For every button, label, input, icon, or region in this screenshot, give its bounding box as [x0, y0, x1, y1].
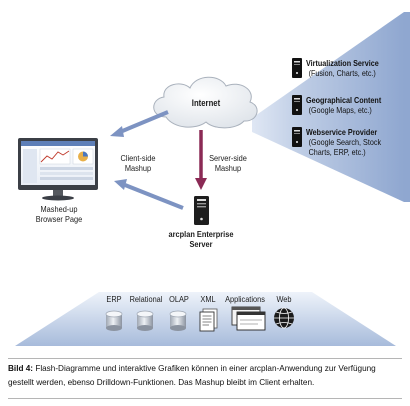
data-source-label-xml: XML — [200, 294, 216, 304]
arrow-client-side-down — [119, 110, 169, 134]
data-source-label-erp: ERP — [106, 294, 122, 304]
client-side-line-1: Client-side — [120, 153, 156, 163]
source-detail: (Google Search, Stock — [308, 137, 382, 147]
caption-label: Bild 4: — [8, 364, 34, 373]
data-source-label-web: Web — [276, 294, 292, 304]
globe-icon — [274, 307, 294, 329]
data-source-label-olap: OLAP — [169, 294, 189, 304]
caption-rule-top — [8, 358, 402, 359]
server-icon — [292, 127, 302, 147]
arcplan-server-label: arcplan Enterprise Server — [162, 229, 239, 249]
source-title: Webservice Provider — [306, 127, 378, 137]
source-webservice: Webservice Provider (Google Search, Stoc… — [306, 127, 381, 157]
source-detail: (Fusion, Charts, etc.) — [308, 68, 376, 78]
server-line-1: arcplan Enterprise — [168, 229, 234, 239]
database-icon — [105, 310, 123, 331]
source-detail: (Google Maps, etc.) — [308, 105, 372, 115]
arrow-client-side-up — [124, 183, 184, 210]
browser-monitor — [18, 138, 98, 201]
source-geographical: Geographical Content (Google Maps, etc.) — [306, 95, 381, 115]
internet-label: Internet — [191, 98, 221, 108]
source-detail: Charts, ERP, etc.) — [308, 147, 366, 157]
document-icon — [199, 308, 218, 332]
data-source-label-relational: Relational — [129, 294, 163, 304]
source-virtualization: Virtualization Service (Fusion, Charts, … — [306, 58, 379, 78]
client-side-label: Client-side Mashup — [112, 153, 164, 173]
server-side-label: Server-side Mashup — [201, 153, 254, 173]
browser-line-1: Mashed-up — [40, 204, 78, 214]
server-side-line-1: Server-side — [209, 153, 247, 163]
server-icon — [292, 58, 302, 78]
server-side-line-2: Mashup — [214, 163, 242, 173]
caption-rule-bottom — [8, 398, 402, 399]
server-line-2: Server — [189, 239, 213, 249]
client-side-line-2: Mashup — [124, 163, 152, 173]
figure-caption: Bild 4: Flash-Diagramme und interaktive … — [8, 362, 402, 390]
data-source-label-applications: Applications — [225, 294, 265, 304]
database-icon — [136, 310, 154, 331]
browser-page-label: Mashed-up Browser Page — [26, 204, 91, 224]
caption-text: Flash-Diagramme und interaktive Grafiken… — [8, 364, 376, 387]
application-windows-icon — [231, 306, 266, 331]
database-icon — [169, 310, 187, 331]
source-title: Virtualization Service — [306, 58, 379, 68]
browser-line-2: Browser Page — [35, 214, 83, 224]
source-title: Geographical Content — [306, 95, 382, 105]
sources-arrow — [252, 12, 404, 202]
internet-cloud — [153, 76, 258, 129]
server-icon — [292, 95, 302, 115]
sources-wedge — [404, 12, 410, 202]
arcplan-server-icon — [194, 196, 209, 225]
